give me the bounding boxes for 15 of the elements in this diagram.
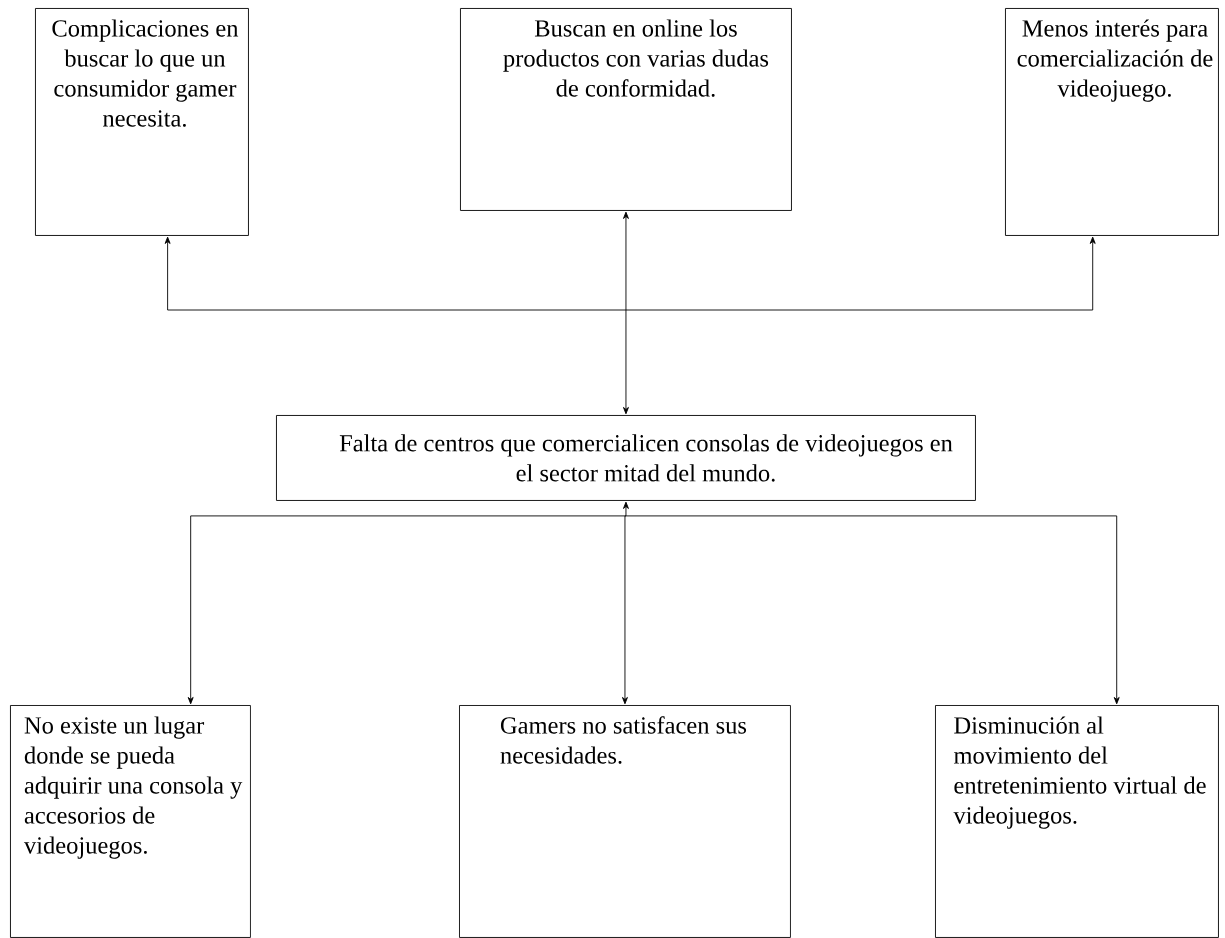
effect-box: Complicaciones en buscar lo que un consumidor gamer necesita. [35,8,249,236]
arrow [625,236,1096,311]
arrow [622,515,628,705]
effect-box: Buscan en online los productos con varias dudas de conformidad. [460,8,792,211]
arrow [187,515,627,705]
cause-box: No existe un lugar donde se pueda adquirir una consola y accesorios de videojuegos. [10,705,251,938]
arrow [623,211,629,311]
arrow [625,515,1120,705]
arrow [164,236,627,311]
arrow [623,309,629,415]
cause-box: Disminución al movimiento del entretenimiento virtual de videojuegos. [935,705,1219,938]
effect-box: Menos interés para comercialización de videojuego. [1005,8,1219,236]
cause-box: Gamers no satisfacen sus necesidades. [459,705,791,938]
problem-box: Falta de centros que comercialicen consolas de videojuegos en el sector mitad del mundo. [276,415,976,501]
arrow [623,501,629,517]
